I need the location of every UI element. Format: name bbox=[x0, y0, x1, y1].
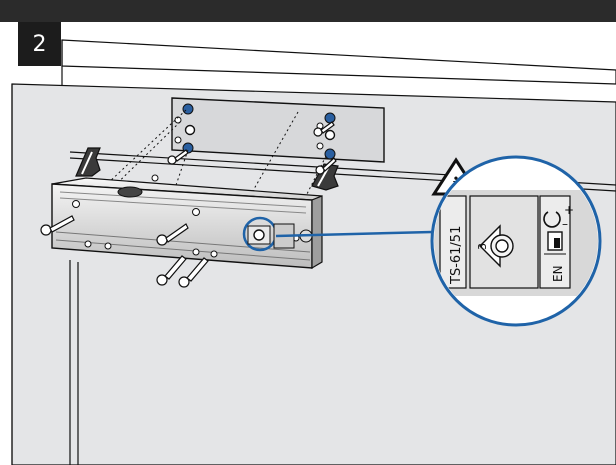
minus-label: – bbox=[562, 217, 568, 231]
screw-icon bbox=[178, 257, 209, 288]
plate-hole bbox=[324, 129, 336, 141]
step-number-badge: 2 bbox=[18, 22, 61, 66]
size-label: 3 bbox=[476, 243, 489, 250]
screw-icon bbox=[313, 121, 335, 137]
plate-hole bbox=[324, 148, 336, 160]
screw-icon bbox=[156, 255, 187, 286]
screw-icon bbox=[156, 223, 189, 246]
door-closer-body bbox=[51, 174, 323, 270]
screw-icon bbox=[167, 149, 189, 165]
model-label: TS-61/51 bbox=[449, 226, 464, 285]
callout-leader bbox=[275, 230, 433, 238]
plate-hole bbox=[182, 103, 194, 115]
plus-label: + bbox=[564, 203, 574, 217]
language-label: EN bbox=[551, 265, 565, 282]
mounting-plate bbox=[171, 97, 385, 163]
top-bar bbox=[0, 0, 616, 22]
screws bbox=[40, 121, 337, 288]
screw-icon bbox=[315, 157, 337, 175]
plate-hole bbox=[184, 124, 196, 136]
screw-icon bbox=[40, 215, 75, 236]
left-bracket bbox=[75, 147, 101, 177]
right-bracket bbox=[311, 163, 339, 191]
magnifier-callout: TS-61/51 3 + – EN bbox=[430, 155, 602, 327]
alignment-lines bbox=[59, 109, 327, 233]
plate-hole bbox=[324, 112, 336, 124]
